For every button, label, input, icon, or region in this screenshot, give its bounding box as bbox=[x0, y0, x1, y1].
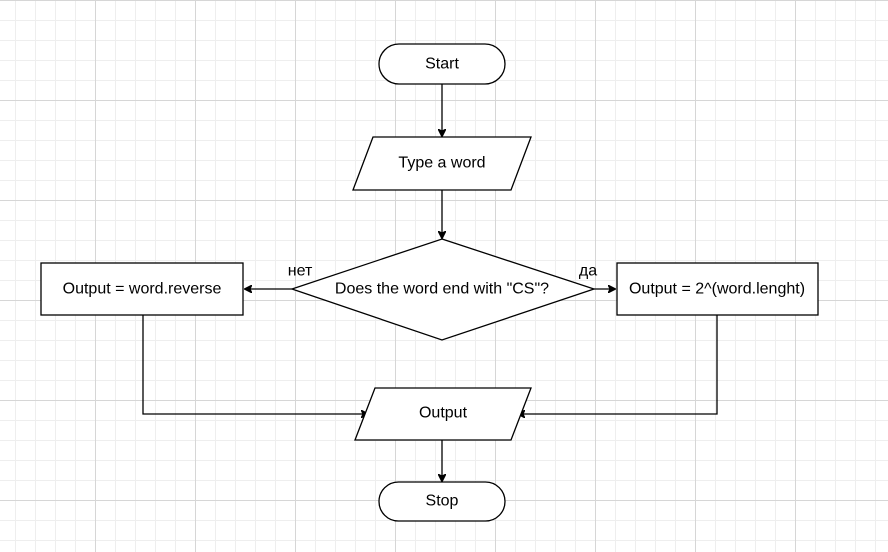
edges bbox=[142, 84, 718, 481]
start-label: Start bbox=[425, 56, 459, 73]
input-label: Type a word bbox=[398, 155, 485, 172]
reverse-node[interactable]: Output = word.reverse bbox=[40, 262, 244, 316]
decision-label: Does the word end with "CS"? bbox=[335, 281, 549, 298]
stop-label: Stop bbox=[426, 493, 459, 510]
edge-power-to-output bbox=[518, 315, 718, 414]
reverse-label: Output = word.reverse bbox=[63, 281, 222, 298]
edge-label-yes: да bbox=[579, 263, 597, 280]
decision-node[interactable]: Does the word end with "CS"? bbox=[289, 238, 597, 341]
output-node[interactable]: Output bbox=[354, 387, 532, 441]
power-label: Output = 2^(word.lenght) bbox=[629, 281, 805, 298]
output-label: Output bbox=[419, 405, 468, 422]
decision-diamond-shape bbox=[289, 238, 597, 341]
power-node[interactable]: Output = 2^(word.lenght) bbox=[616, 262, 819, 316]
input-parallelogram-shape bbox=[352, 136, 532, 191]
stop-terminator-shape bbox=[378, 481, 506, 522]
stop-node[interactable]: Stop bbox=[378, 481, 506, 522]
start-node[interactable]: Start bbox=[378, 43, 506, 85]
start-terminator-shape bbox=[378, 43, 506, 85]
output-parallelogram-shape bbox=[354, 387, 532, 441]
input-node[interactable]: Type a word bbox=[352, 136, 532, 191]
reverse-process-shape bbox=[40, 262, 244, 316]
edge-label-no: нет bbox=[288, 263, 313, 280]
power-process-shape bbox=[616, 262, 819, 316]
edge-reverse-to-output bbox=[142, 315, 368, 414]
